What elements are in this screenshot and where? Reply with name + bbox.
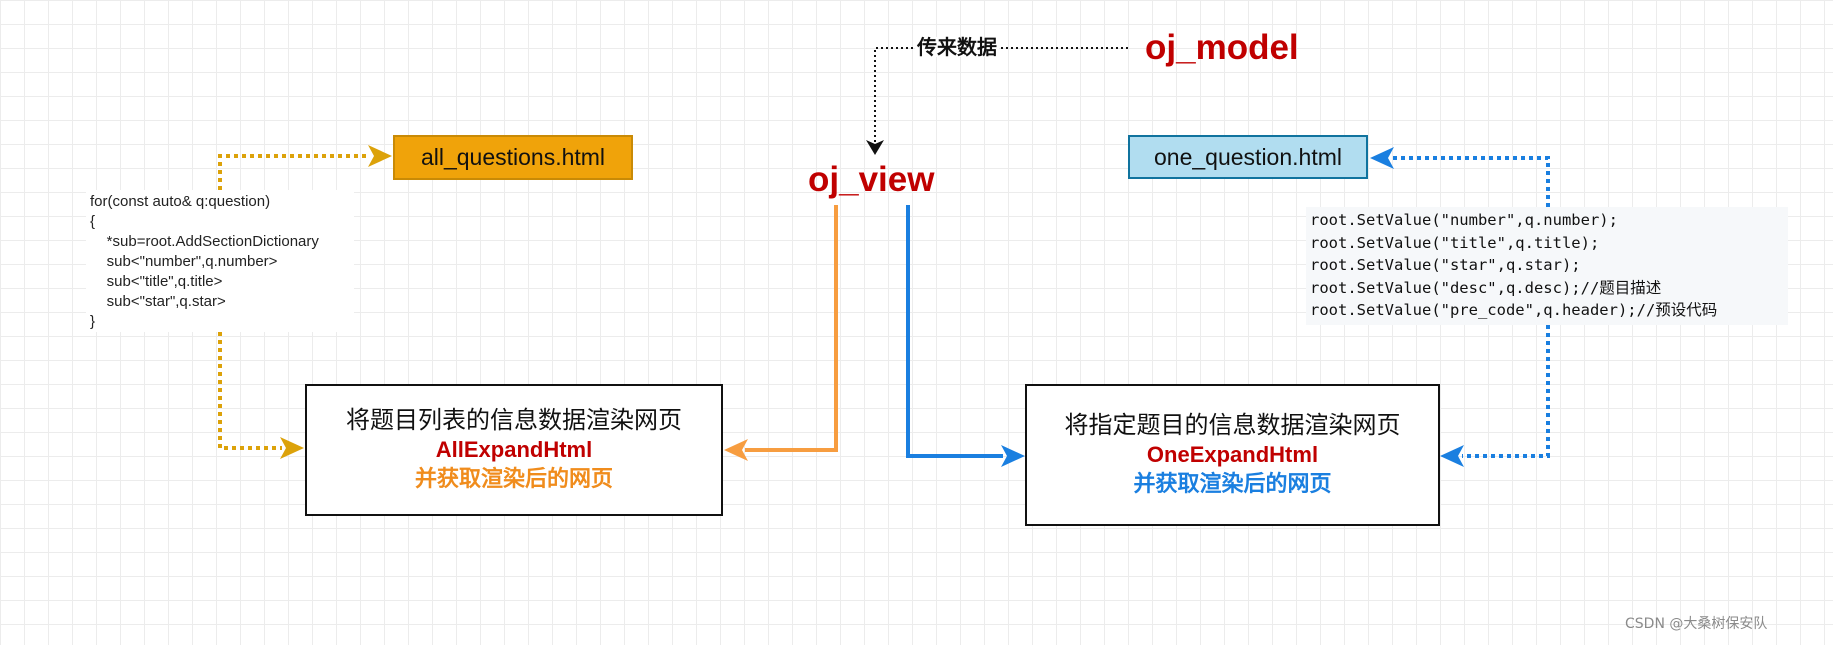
code-line: }	[90, 313, 96, 330]
code-line: {	[90, 213, 96, 230]
arrow-code-to-one-question	[1392, 156, 1550, 207]
code-snippet-one-question: root.SetValue("number",q.number); root.S…	[1306, 207, 1788, 325]
render-all-questions-box: 将题目列表的信息数据渲染网页 AllExpandHtml 并获取渲染后的网页	[305, 384, 723, 516]
arrow-code-to-render-one	[1462, 325, 1550, 458]
render-all-function-name: AllExpandHtml	[435, 437, 593, 462]
arrow-code-to-render-all	[218, 332, 282, 450]
oj-model-label: oj_model	[1145, 28, 1299, 67]
code-line: root.SetValue("title",q.title);	[1310, 233, 1600, 252]
code-line: sub<"title",q.title>	[90, 273, 223, 290]
render-one-description: 将指定题目的信息数据渲染网页	[1064, 412, 1401, 439]
render-one-question-box: 将指定题目的信息数据渲染网页 OneExpandHtml 并获取渲染后的网页	[1025, 384, 1440, 526]
arrowhead-view-to-render-all	[724, 439, 748, 461]
oj-view-label: oj_view	[808, 160, 935, 199]
arrow-model-to-view	[874, 47, 1128, 150]
code-line: root.SetValue("number",q.number);	[1310, 211, 1618, 229]
render-all-description: 将题目列表的信息数据渲染网页	[346, 407, 682, 434]
all-questions-html-label: all_questions.html	[420, 144, 606, 170]
code-line: sub<"number",q.number>	[90, 253, 278, 270]
arrowhead-model-to-view	[866, 140, 884, 155]
code-line: root.SetValue("desc",q.desc);//题目描述	[1310, 278, 1662, 297]
render-one-function-name: OneExpandHtml	[1146, 442, 1319, 467]
code-line: for(const auto& q:question)	[90, 193, 271, 210]
arrowhead-render-all-dotted	[280, 437, 304, 459]
code-line: root.SetValue("star",q.star);	[1310, 256, 1581, 274]
arrowhead-all-questions	[368, 145, 392, 167]
arrowhead-render-one-dotted	[1440, 445, 1464, 467]
render-all-result: 并获取渲染后的网页	[414, 466, 613, 491]
arrowhead-one-question	[1370, 147, 1394, 169]
arrow-view-to-render-one	[906, 205, 1003, 458]
one-question-html-label: one_question.html	[1154, 143, 1342, 170]
arrow-code-to-all-questions	[218, 154, 370, 190]
arrowhead-view-to-render-one	[1001, 445, 1025, 467]
one-question-html-node: one_question.html	[1128, 135, 1368, 179]
csdn-watermark: CSDN @大桑树保安队	[1625, 616, 1768, 632]
code-line: root.SetValue("pre_code",q.header);//预设代…	[1310, 301, 1718, 319]
code-snippet-all-questions: for(const auto& q:question) { *sub=root.…	[86, 190, 354, 332]
arrow-view-to-render-all	[745, 205, 838, 452]
all-questions-html-node: all_questions.html	[393, 135, 633, 180]
transfer-data-label: 传来数据	[915, 35, 999, 59]
render-one-result: 并获取渲染后的网页	[1133, 471, 1332, 496]
code-line: sub<"star",q.star>	[90, 293, 226, 310]
code-line: *sub=root.AddSectionDictionary	[90, 233, 319, 250]
